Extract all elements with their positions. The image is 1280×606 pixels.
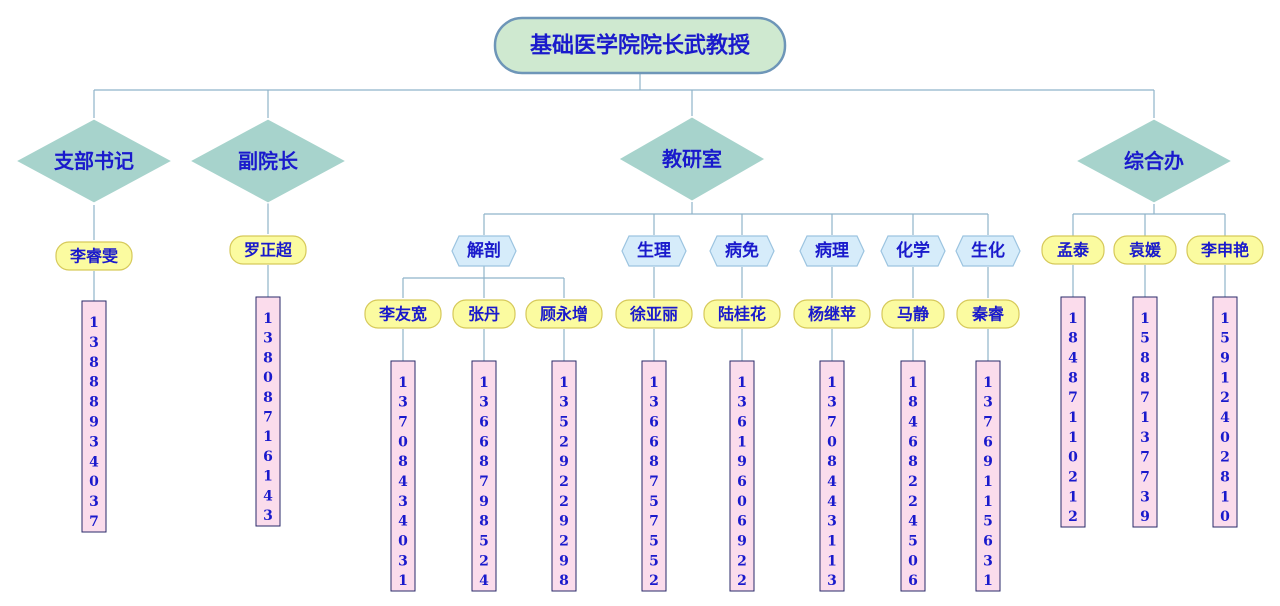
person-name: 顾永增 xyxy=(540,305,588,324)
subgroup-label: 解剖 xyxy=(467,240,501,261)
phone-strip xyxy=(819,360,845,592)
person-name: 李睿雯 xyxy=(69,247,119,266)
phone-strip xyxy=(471,360,497,592)
person-name-box xyxy=(229,235,307,265)
subgroup-hexagon xyxy=(880,235,946,267)
division-diamond xyxy=(188,118,348,204)
person-name: 张丹 xyxy=(468,305,500,324)
division-label: 教研室 xyxy=(662,147,722,171)
division-teaching: 教研室 xyxy=(617,116,767,202)
subgroup-node: 解剖 xyxy=(451,235,517,267)
root-node: 基础医学院院长武教授 xyxy=(493,16,787,75)
subgroup-node: 生理 xyxy=(621,235,687,267)
subgroup-label: 化学 xyxy=(896,240,930,261)
phone-strip xyxy=(390,360,416,592)
phone-strip xyxy=(1212,296,1238,528)
subgroup-label: 病免 xyxy=(725,240,759,261)
division-label: 综合办 xyxy=(1124,149,1184,173)
subgroup-hexagon xyxy=(621,235,687,267)
person-name-box xyxy=(703,299,781,329)
division-party-secretary: 支部书记 xyxy=(14,118,174,204)
person-name: 杨继苹 xyxy=(808,305,856,324)
root-box xyxy=(493,16,787,75)
subgroup-hexagon xyxy=(709,235,775,267)
phone-strip xyxy=(1060,296,1086,528)
division-diamond xyxy=(617,116,767,202)
subgroup-node: 病理 xyxy=(799,235,865,267)
person-name: 徐亚丽 xyxy=(629,305,678,324)
division-label: 副院长 xyxy=(238,149,299,173)
subgroup-label: 病理 xyxy=(815,240,849,261)
person-name: 马静 xyxy=(897,305,929,324)
phone-strip xyxy=(81,300,107,533)
person-name: 袁媛 xyxy=(1128,241,1162,260)
phone-strip xyxy=(1132,296,1158,528)
person-name-box xyxy=(525,299,603,329)
person-name-box xyxy=(615,299,693,329)
subgroup-hexagon xyxy=(451,235,517,267)
root-title: 基础医学院院长武教授 xyxy=(530,33,751,59)
subgroup-hexagon xyxy=(799,235,865,267)
person-name: 秦睿 xyxy=(971,305,1005,324)
person-name-box xyxy=(1113,235,1177,265)
person-name-box xyxy=(1186,235,1264,265)
subgroup-node: 生化 xyxy=(955,235,1021,267)
person-name-box xyxy=(452,299,516,329)
subgroup-hexagon xyxy=(955,235,1021,267)
person-name-box xyxy=(364,299,442,329)
person-name-box xyxy=(793,299,871,329)
person-name: 孟泰 xyxy=(1057,241,1090,260)
subgroup-label: 生理 xyxy=(637,240,671,261)
person-name-box xyxy=(956,299,1020,329)
person-name-box xyxy=(55,241,133,271)
phone-strip xyxy=(975,360,1001,592)
phone-strip xyxy=(641,360,667,592)
subgroup-node: 病免 xyxy=(709,235,775,267)
phone-strip xyxy=(255,296,281,527)
division-diamond xyxy=(14,118,174,204)
subgroup-node: 化学 xyxy=(880,235,946,267)
person-name: 陆桂花 xyxy=(718,305,766,324)
phone-strip xyxy=(900,360,926,592)
person-name-box xyxy=(881,299,945,329)
division-vice-dean: 副院长 xyxy=(188,118,348,204)
division-diamond xyxy=(1074,118,1234,204)
phone-strip xyxy=(551,360,577,592)
subgroup-label: 生化 xyxy=(971,240,1005,261)
division-general-office: 综合办 xyxy=(1074,118,1234,204)
person-name: 罗正超 xyxy=(244,241,293,260)
division-label: 支部书记 xyxy=(54,149,134,173)
phone-strip xyxy=(729,360,755,592)
person-name: 李申艳 xyxy=(1200,241,1249,260)
person-name: 李友宽 xyxy=(378,305,427,324)
person-name-box xyxy=(1041,235,1105,265)
